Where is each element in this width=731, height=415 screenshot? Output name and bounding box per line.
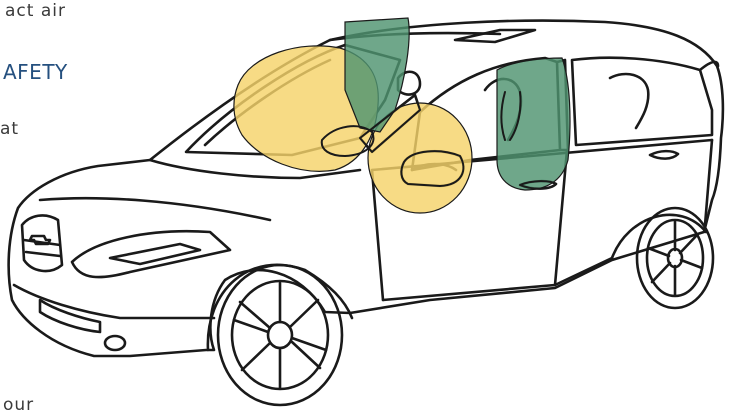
bowtie-emblem bbox=[30, 236, 50, 244]
grille-bar bbox=[26, 252, 60, 256]
lower-intake bbox=[40, 300, 100, 332]
rear-wheel bbox=[637, 208, 713, 308]
sunroof bbox=[455, 30, 535, 42]
rear-door-handle bbox=[650, 151, 678, 159]
fog-light bbox=[105, 336, 125, 350]
rear-window bbox=[572, 58, 712, 145]
front-wheel bbox=[218, 265, 342, 405]
hood-crease bbox=[40, 198, 270, 220]
rear-quarter-line bbox=[700, 62, 718, 70]
curtain-airbag-rear bbox=[497, 58, 570, 190]
headlight bbox=[72, 231, 230, 277]
headlight-inner bbox=[110, 244, 200, 264]
rear-seat bbox=[610, 74, 648, 128]
